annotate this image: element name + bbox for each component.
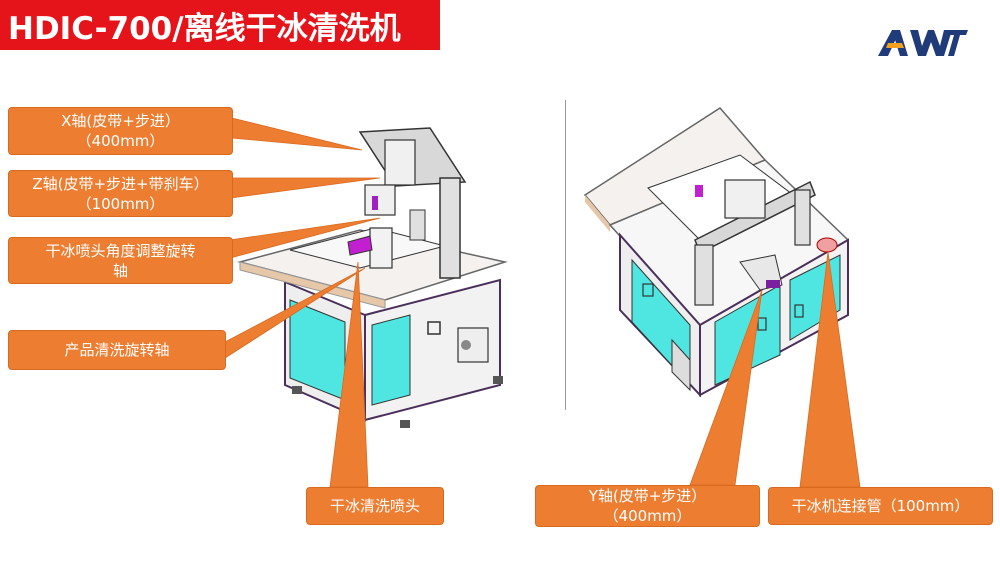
callout-z-axis: Z轴(皮带+步进+带刹车） （100mm） bbox=[8, 170, 233, 217]
pointer-z-axis bbox=[229, 177, 381, 199]
callout-pointers bbox=[224, 117, 861, 488]
pointer-x-axis bbox=[231, 117, 363, 151]
left-machine bbox=[237, 127, 508, 428]
callout-product-rotate: 产品清洗旋转轴 bbox=[8, 330, 226, 370]
title-text: HDIC-700/离线干冰清洗机 bbox=[8, 10, 401, 47]
callout-z-axis-line1: Z轴(皮带+步进+带刹车） bbox=[32, 174, 209, 193]
callout-y-axis-line2: （400mm） bbox=[603, 507, 692, 525]
callout-product-rotate-line1: 产品清洗旋转轴 bbox=[64, 341, 170, 359]
callout-x-axis: X轴(皮带+步进） （400mm） bbox=[8, 107, 233, 155]
awt-logo bbox=[878, 30, 968, 56]
divider-line bbox=[565, 100, 566, 410]
callout-pipe: 干冰机连接管（100mm） bbox=[768, 487, 993, 525]
page-title: HDIC-700/离线干冰清洗机 bbox=[0, 0, 440, 50]
callout-y-axis-line1: Y轴(皮带+步进） bbox=[588, 487, 707, 505]
callout-nozzle-line1: 干冰清洗喷头 bbox=[329, 497, 420, 515]
right-machine bbox=[583, 107, 850, 398]
callout-x-axis-line2: （400mm） bbox=[76, 132, 165, 150]
callout-nozzle-angle-line2: 轴 bbox=[112, 261, 128, 280]
callout-nozzle-angle-line1: 干冰喷头角度调整旋转 bbox=[45, 241, 196, 260]
callout-z-axis-line2: （100mm） bbox=[76, 194, 165, 213]
callout-y-axis: Y轴(皮带+步进） （400mm） bbox=[535, 485, 760, 527]
callout-pipe-line1: 干冰机连接管（100mm） bbox=[791, 497, 970, 515]
callout-nozzle: 干冰清洗喷头 bbox=[306, 487, 444, 525]
callout-x-axis-line1: X轴(皮带+步进） bbox=[61, 112, 180, 130]
callout-nozzle-angle: 干冰喷头角度调整旋转 轴 bbox=[8, 237, 233, 284]
